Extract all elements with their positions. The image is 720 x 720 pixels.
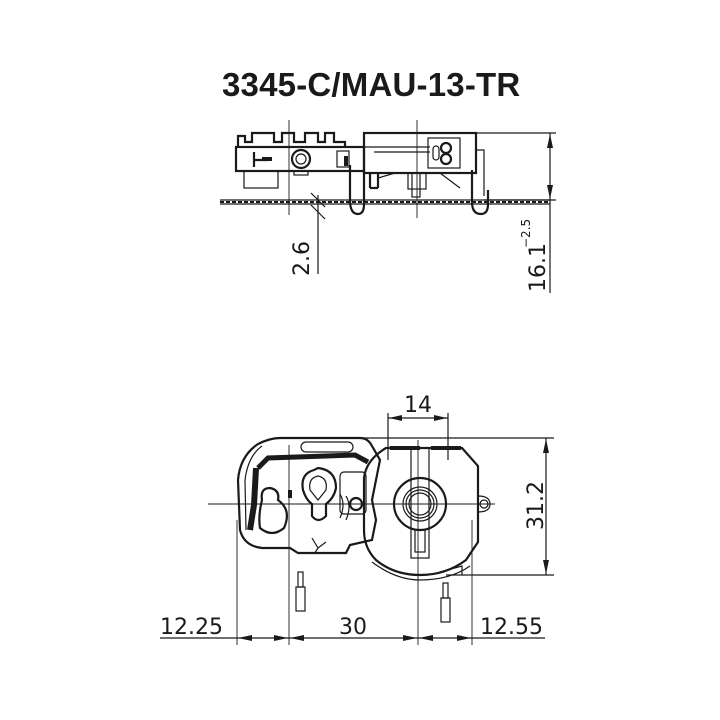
dim-lamp-pin-spacing-label: 14 bbox=[404, 393, 432, 418]
part-number-title: 3345-C/MAU-13-TR bbox=[222, 66, 521, 103]
dim-lamp-pin-spacing: 14 bbox=[387, 393, 449, 460]
dim-baseline: 12.25 30 12.55 bbox=[160, 615, 545, 641]
dim-board-thickness: 2.6 bbox=[290, 192, 326, 276]
dim-side-height: 16.1 −2.5 bbox=[476, 132, 556, 293]
dim-top-height-label: 31.2 bbox=[524, 481, 549, 530]
solder-pin-left bbox=[295, 571, 306, 612]
dim-left-offset-label: 12.25 bbox=[160, 615, 223, 640]
side-right-body bbox=[348, 131, 490, 216]
dim-board-thickness-label: 2.6 bbox=[290, 241, 315, 276]
dim-pin-pitch-label: 30 bbox=[339, 615, 367, 640]
top-view: 14 31.2 12.25 30 12.55 bbox=[160, 393, 554, 645]
dim-top-height: 31.2 bbox=[360, 437, 554, 576]
pcb-board bbox=[220, 199, 550, 205]
side-view: 2.6 16.1 −2.5 bbox=[220, 120, 556, 293]
dim-side-height-tolerance: −2.5 bbox=[519, 219, 533, 248]
top-right-lampholder bbox=[362, 446, 491, 581]
side-left-body bbox=[234, 131, 366, 189]
top-left-housing bbox=[236, 436, 382, 555]
dim-side-height-label: 16.1 bbox=[526, 243, 551, 292]
solder-pin-right bbox=[440, 582, 451, 623]
dim-right-offset-label: 12.55 bbox=[480, 615, 543, 640]
